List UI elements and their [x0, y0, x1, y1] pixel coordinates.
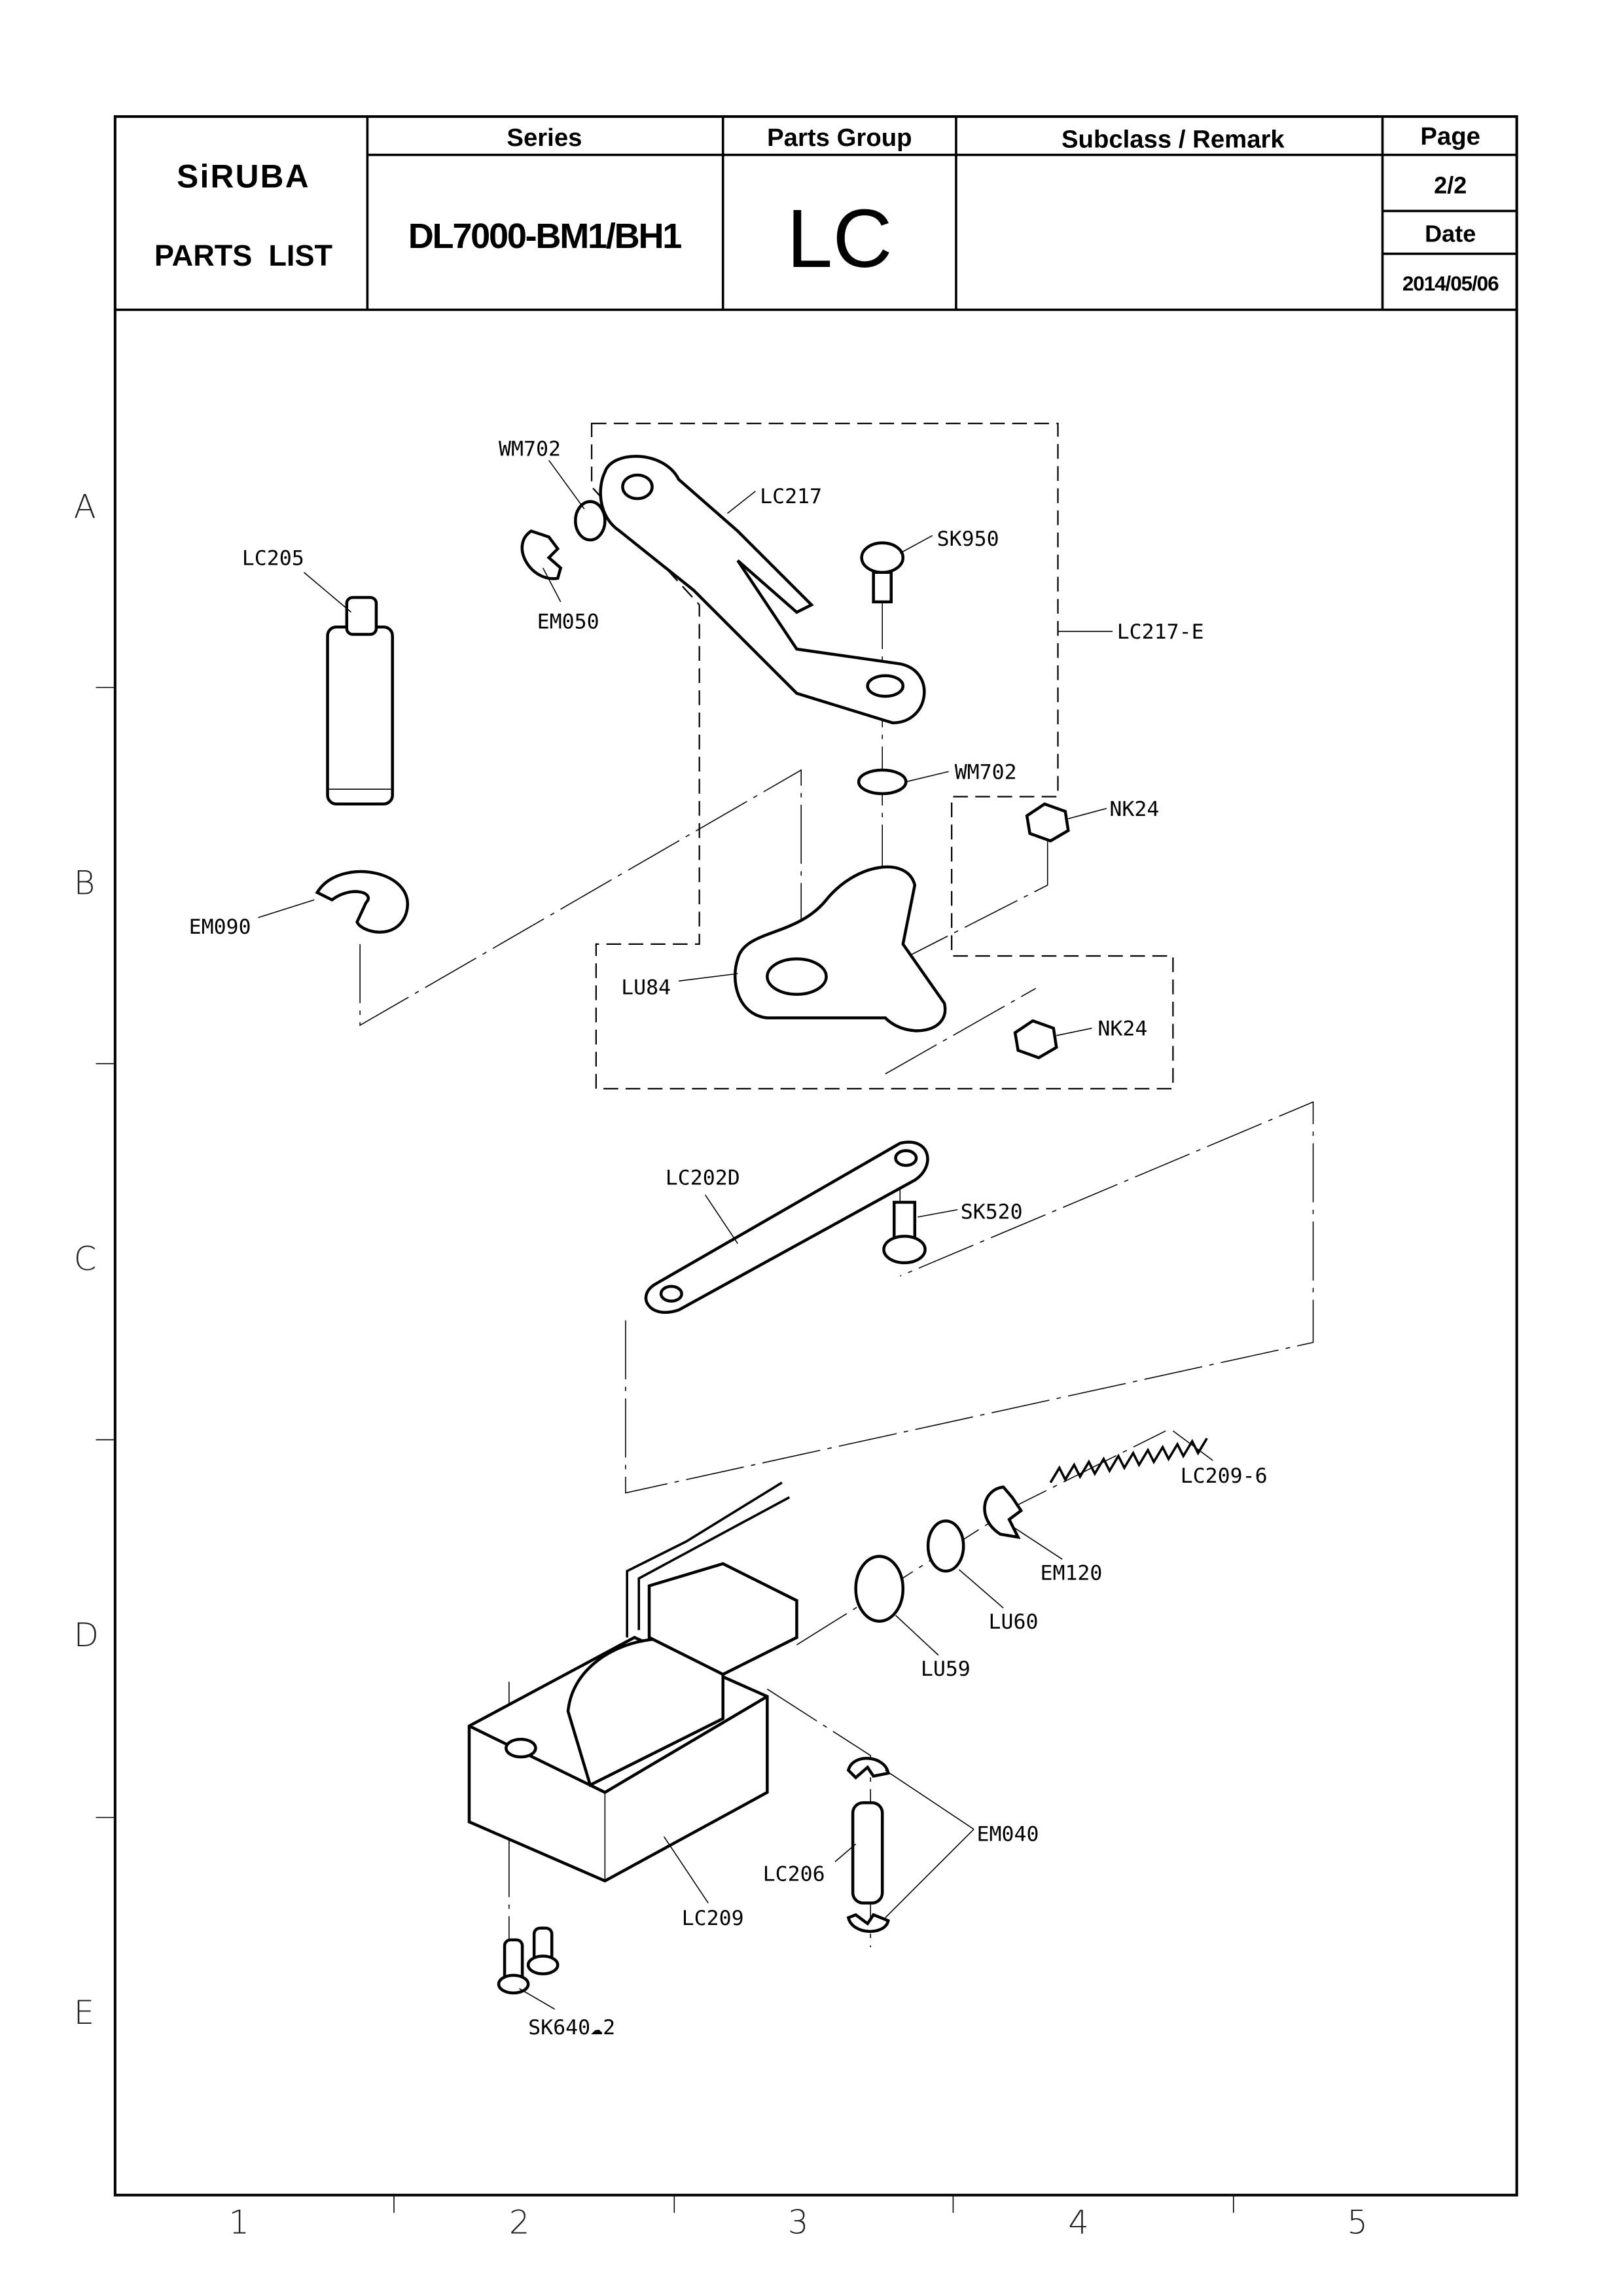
series-value: DL7000-BM1/BH1 [408, 217, 682, 256]
sheet-frame [113, 115, 1518, 2197]
part-lc206-pin [851, 1801, 884, 1905]
page-label: Page [1420, 122, 1480, 150]
part-lc205-shaft [326, 595, 394, 805]
part-nk24-nut [1013, 1019, 1058, 1059]
part-label-lc217: LC217 [760, 485, 822, 508]
part-nk24-nut [1025, 802, 1070, 843]
part-label-lc209: LC209 [682, 1907, 744, 1930]
row-ref: C [74, 1240, 97, 1278]
col-ref: 5 [1347, 2203, 1368, 2241]
part-label-lu60: LU60 [989, 1610, 1039, 1634]
row-ref: D [74, 1616, 99, 1654]
part-wm702-washer [857, 768, 908, 796]
col-ref: 2 [509, 2203, 530, 2241]
part-em040-ring [846, 1757, 890, 1780]
date-value: 2014/05/06 [1402, 272, 1499, 295]
part-em050-ring [520, 529, 563, 580]
doc-type: PARTS LIST [154, 239, 333, 272]
part-label-em090: EM090 [189, 915, 251, 939]
part-label-sk520: SK520 [961, 1200, 1023, 1224]
assembly-boundary-lc217e [590, 422, 1174, 1089]
leader-lines [258, 459, 1213, 2010]
col-ref: 1 [228, 2203, 249, 2241]
part-label-wm702: WM702 [955, 760, 1017, 784]
part-sk520-screw [882, 1201, 927, 1265]
part-label-nk24: NK24 [1109, 798, 1159, 821]
row-ref: E [74, 1994, 94, 2032]
part-lc209-solenoid [467, 1481, 798, 1883]
col-ref: 4 [1068, 2203, 1089, 2241]
part-label-lc202d: LC202D [666, 1166, 740, 1190]
series-label: Series [507, 124, 582, 152]
subclass-label: Subclass / Remark [1061, 125, 1285, 153]
part-label-lc205: LC205 [242, 547, 304, 571]
part-label-lc209-6: LC209-6 [1181, 1464, 1268, 1488]
part-label-wm702: WM702 [499, 438, 561, 461]
part-label-em040: EM040 [977, 1823, 1039, 1846]
part-lc202d-link [644, 1140, 929, 1315]
part-sk950-screw [860, 541, 905, 604]
date-label: Date [1425, 221, 1476, 247]
title-block: SiRUBA PARTS LIST Series DL7000-BM1/BH1 … [115, 116, 1517, 311]
part-em040-ring [846, 1913, 890, 1934]
row-ref: A [74, 487, 96, 525]
part-wm702-washer [574, 500, 607, 542]
part-label-lc217e: LC217-E [1117, 620, 1204, 644]
part-label-em120: EM120 [1040, 1562, 1102, 1585]
col-ref: 3 [788, 2203, 809, 2241]
parts-group-value: LC [787, 192, 892, 285]
row-ref: B [74, 864, 95, 902]
part-em090-ring [315, 870, 409, 934]
part-lu84-plate [733, 865, 947, 1033]
part-lu60-washer [926, 1519, 965, 1573]
part-lu59-washer [854, 1555, 905, 1623]
part-label-nk24: NK24 [1097, 1017, 1147, 1041]
part-lc209-6-spring [1049, 1438, 1208, 1483]
part-em120-ring [983, 1485, 1024, 1540]
part-label-lc206: LC206 [763, 1863, 825, 1886]
part-label-em050: EM050 [537, 610, 599, 633]
part-label-sk640: SK640☁2 [528, 2016, 615, 2040]
row-references: A B C D E [74, 487, 115, 2032]
column-references: 1 2 3 4 5 [228, 2195, 1368, 2241]
brand-logo: SiRUBA [177, 158, 310, 194]
page-value: 2/2 [1434, 171, 1467, 198]
parts-group-label: Parts Group [767, 124, 912, 152]
exploded-diagram: WM702 LC217 SK950 LC205 EM050 LC217-E WM… [189, 422, 1314, 2040]
part-label-lu84: LU84 [621, 976, 671, 1000]
part-label-lu59: LU59 [921, 1657, 971, 1681]
part-label-sk950: SK950 [937, 527, 999, 551]
part-sk640-screws [497, 1926, 560, 1995]
